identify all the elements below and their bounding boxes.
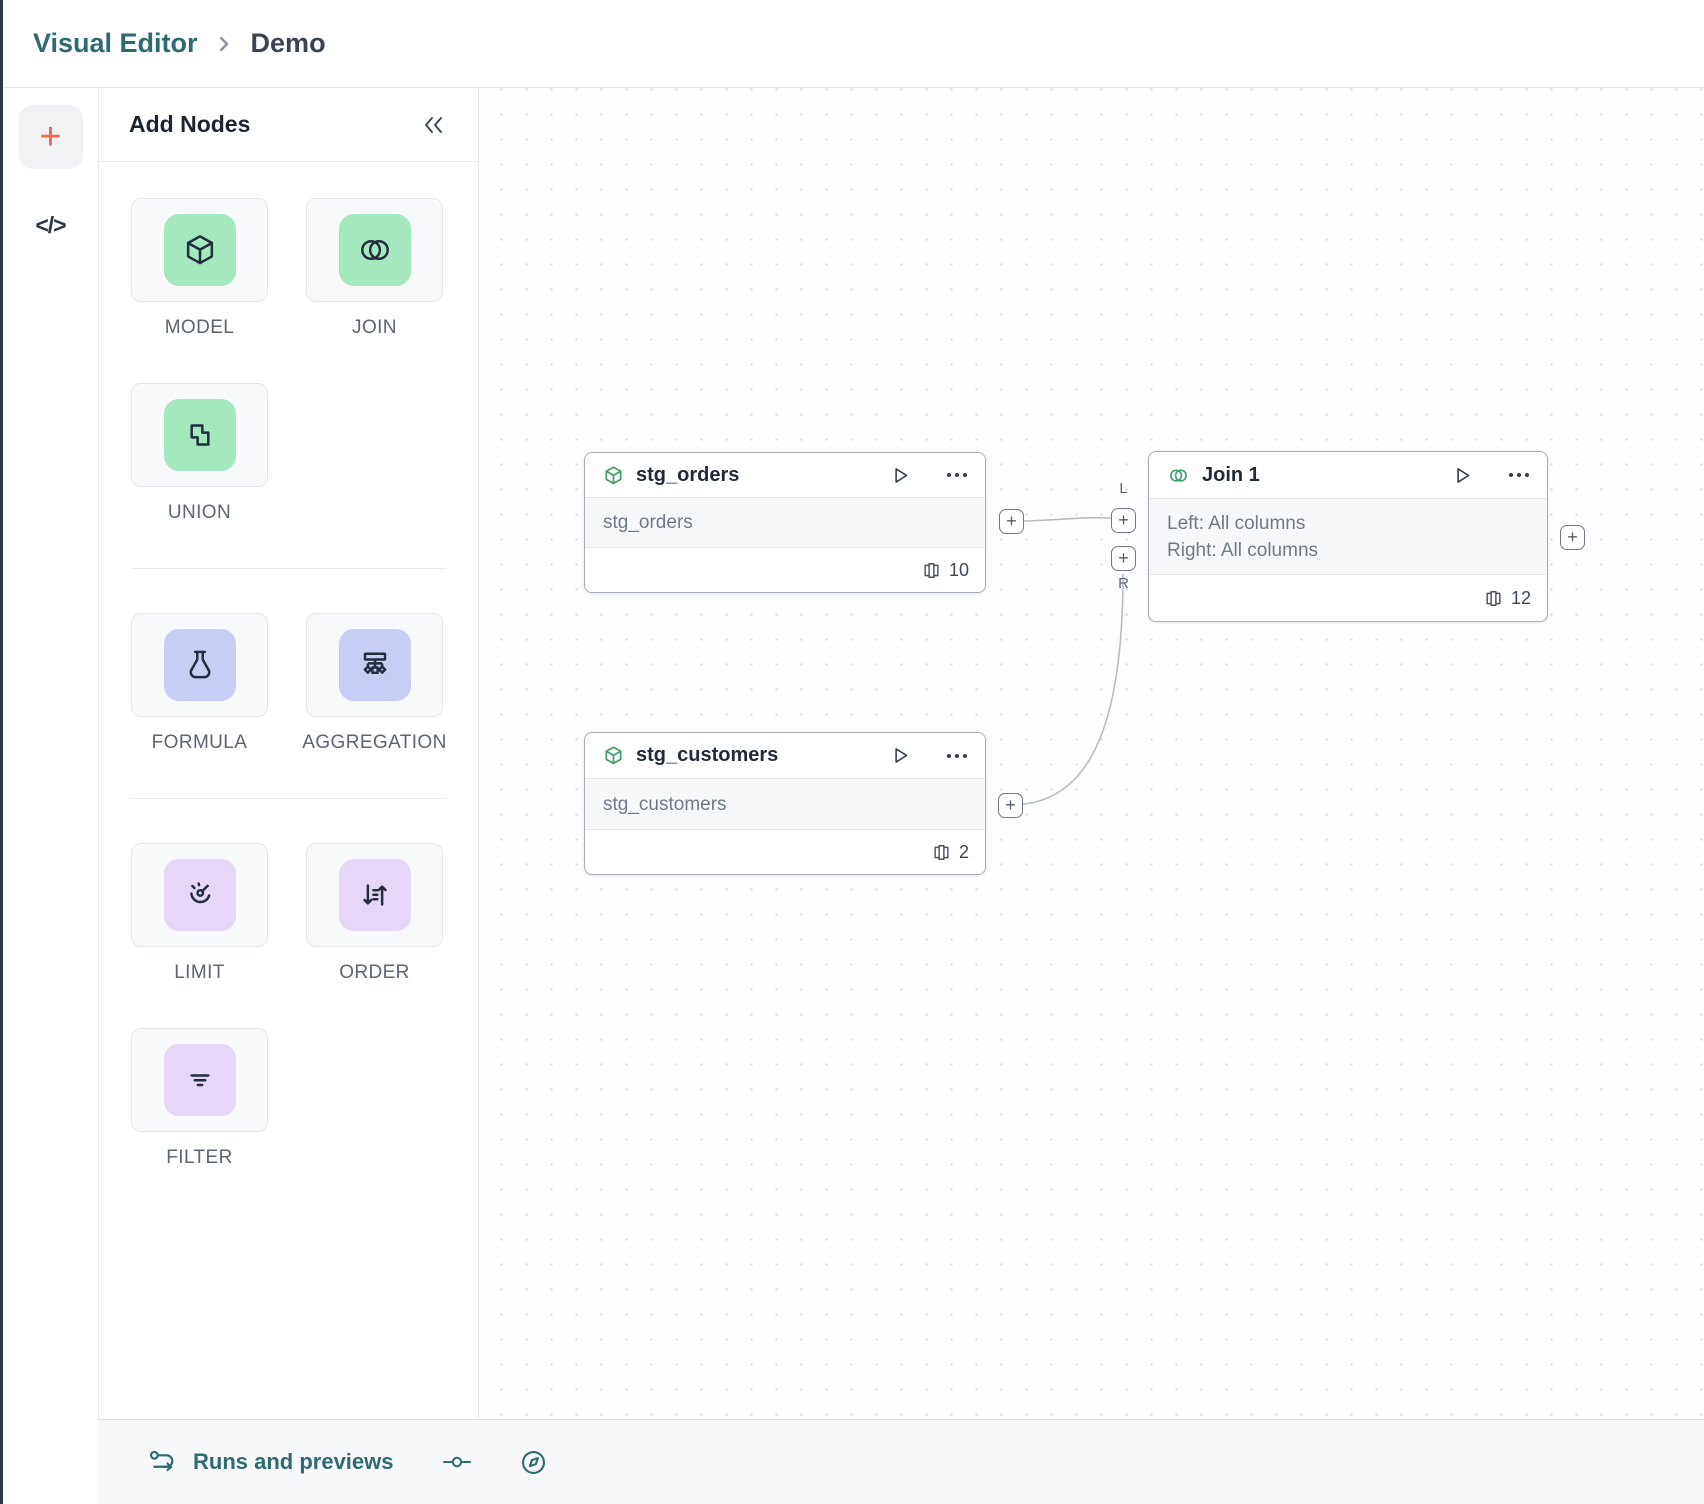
plus-icon: +	[1006, 510, 1017, 531]
node-stg-customers[interactable]: stg_customers stg_customers 2	[584, 732, 986, 875]
run-node-button[interactable]	[890, 465, 911, 486]
plus-icon: +	[39, 115, 62, 158]
run-node-button[interactable]	[1452, 465, 1473, 486]
gauge-icon	[163, 859, 236, 931]
columns-icon	[922, 561, 941, 580]
play-icon	[895, 748, 908, 763]
node-menu-button[interactable]	[1508, 472, 1530, 478]
ellipsis-icon	[947, 473, 967, 477]
node-type-join[interactable]: JOIN	[306, 198, 443, 339]
left-toolbar: + </>	[3, 88, 98, 1504]
sort-icon	[338, 859, 411, 931]
flask-icon	[163, 629, 236, 701]
node-type-group-refine: LIMIT ORDER FILTER	[131, 843, 446, 1169]
column-count: 12	[1510, 587, 1531, 608]
window-left-edge	[0, 0, 3, 1504]
node-join-1[interactable]: Join 1 Left: All columns Right: All colu…	[1148, 451, 1548, 622]
cube-icon	[163, 214, 236, 286]
node-type-formula[interactable]: FORMULA	[131, 613, 268, 754]
hierarchy-icon	[338, 629, 411, 701]
node-type-aggregation[interactable]: AGGREGATION	[302, 613, 446, 754]
join-right-input-port[interactable]: +	[1111, 546, 1136, 571]
run-node-button[interactable]	[890, 745, 911, 766]
node-stg-orders[interactable]: stg_orders stg_orders 10	[584, 452, 986, 593]
commit-icon[interactable]	[442, 1450, 472, 1474]
compass-icon[interactable]	[520, 1449, 547, 1476]
panel-divider	[131, 798, 446, 799]
node-type-group-transform: FORMULA AGGREGATION	[131, 613, 446, 754]
play-icon	[895, 467, 908, 483]
node-title: stg_customers	[636, 744, 779, 766]
double-chevron-left-icon	[425, 116, 442, 133]
panel-title: Add Nodes	[129, 111, 251, 137]
node-subtitle: stg_customers	[603, 793, 727, 815]
add-node-button[interactable]: +	[18, 105, 83, 169]
venn-icon	[338, 214, 411, 286]
cube-icon	[602, 744, 625, 767]
node-type-union[interactable]: UNION	[131, 383, 268, 524]
code-icon: </>	[35, 212, 66, 238]
plus-icon: +	[1567, 526, 1578, 547]
join-left-input-port[interactable]: +	[1111, 508, 1136, 533]
breadcrumb-visual-editor[interactable]: Visual Editor	[33, 28, 198, 58]
node-title: stg_orders	[636, 463, 740, 486]
plus-icon: +	[1005, 794, 1016, 815]
columns-icon	[932, 843, 951, 862]
filter-lines-icon	[163, 1044, 236, 1116]
node-menu-button[interactable]	[946, 753, 968, 759]
bottom-status-bar: Runs and previews	[98, 1419, 1704, 1504]
collapse-panel-button[interactable]	[422, 115, 446, 135]
node-subtitle: stg_orders	[603, 512, 693, 533]
code-view-toggle[interactable]: </>	[35, 212, 66, 239]
columns-icon	[1484, 589, 1503, 608]
join-right-port-label: R	[1118, 575, 1129, 592]
flow-canvas[interactable]: stg_orders stg_orders 10 stg_customers	[478, 88, 1704, 1421]
chevron-right-icon	[218, 34, 231, 54]
route-icon	[147, 1449, 178, 1475]
join-left-config: Left: All columns	[1167, 512, 1306, 534]
venn-icon	[1166, 464, 1191, 487]
stg-orders-output-port[interactable]: +	[999, 509, 1024, 534]
column-count: 2	[958, 841, 969, 862]
cube-icon	[602, 464, 625, 487]
breadcrumb-current-page: Demo	[250, 28, 326, 58]
join-left-port-label: L	[1119, 480, 1128, 497]
ellipsis-icon	[1509, 473, 1529, 477]
add-nodes-panel: Add Nodes MODEL JOIN UNION	[98, 88, 478, 1419]
union-icon	[163, 399, 236, 471]
node-title: Join 1	[1202, 463, 1260, 486]
runs-and-previews-button[interactable]: Runs and previews	[147, 1449, 394, 1475]
breadcrumb: Visual Editor Demo	[3, 0, 1704, 88]
node-type-model[interactable]: MODEL	[131, 198, 268, 339]
play-icon	[1457, 467, 1470, 483]
node-menu-button[interactable]	[946, 472, 968, 478]
node-type-filter[interactable]: FILTER	[131, 1028, 268, 1169]
node-type-group-sources: MODEL JOIN UNION	[131, 198, 446, 524]
plus-icon: +	[1118, 509, 1129, 530]
column-count: 10	[948, 559, 969, 580]
join-right-config: Right: All columns	[1167, 539, 1319, 561]
node-type-order[interactable]: ORDER	[306, 843, 443, 984]
panel-divider	[131, 568, 446, 569]
stg-customers-output-port[interactable]: +	[998, 793, 1023, 818]
ellipsis-icon	[947, 753, 967, 758]
plus-icon: +	[1118, 547, 1129, 568]
node-type-limit[interactable]: LIMIT	[131, 843, 268, 984]
join-output-port[interactable]: +	[1560, 525, 1585, 550]
